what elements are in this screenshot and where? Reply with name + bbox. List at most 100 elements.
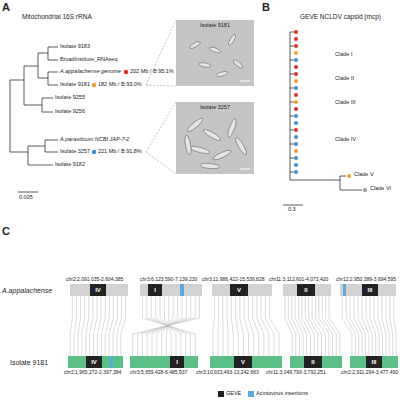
geve-number: IV: [90, 284, 106, 296]
cell: [216, 71, 229, 78]
geve-number: I: [148, 284, 162, 296]
cell: [226, 118, 238, 139]
cell: [186, 117, 205, 134]
cell: [199, 62, 212, 68]
region-label: chr11:3,049,793-3,792,251: [266, 370, 326, 375]
geve-block: IV: [86, 356, 102, 368]
panel-letter: C: [2, 226, 10, 237]
leaf-dot: [294, 107, 298, 111]
synteny-link: [70, 296, 125, 356]
clade-label: Clade V: [354, 172, 374, 178]
geve-number: IV: [86, 356, 102, 368]
region-label: chr3:11,986,422-15,536,828: [202, 277, 264, 282]
chromosome-segment: chr11:3,112,601-4,073,420II: [283, 284, 331, 296]
region-label: chr2:1,965,272-2,397,384: [64, 370, 121, 375]
geve-block: I: [170, 356, 184, 368]
leaf-label: BroadInstitute_RNAseq: [60, 57, 117, 63]
geve-block: III: [362, 284, 378, 296]
genome-dot: [92, 83, 96, 87]
genome-dot: [124, 70, 128, 74]
leaf-label: Isolate 9182: [55, 162, 85, 168]
geve-block: V: [234, 356, 252, 368]
genome-dot: [92, 150, 96, 154]
phylogenetic-tree: [290, 32, 362, 190]
acintovirus-insertion: [180, 284, 184, 296]
cell: [189, 40, 201, 49]
chromosome-segment: chr3:11,986,422-15,536,828V: [212, 284, 272, 296]
phylogenetic-tree: [10, 47, 58, 165]
micrograph-panel: Isolate 3257: [176, 102, 254, 174]
geve-block: I: [148, 284, 162, 296]
row-label: Isolate 9181: [10, 359, 48, 366]
synteny-link: [213, 296, 279, 356]
leaf-dot: [294, 114, 298, 118]
leaf-label: A.parasiticum NCBI JAP-7-2: [60, 137, 129, 143]
leaf-label: Isolate 3257: [60, 149, 90, 155]
leaf-label: Isolate 9183: [60, 44, 90, 50]
legend-item: GEVE: [218, 384, 241, 400]
scale-value: 0.005: [19, 195, 33, 201]
leader-line: [146, 20, 176, 174]
clade-label: Clade VI: [370, 186, 391, 192]
legend-text: GEVE: [226, 391, 241, 397]
genome-stats: 202 Mb / B:95.1%: [130, 69, 174, 75]
leaf-dot: [294, 135, 298, 139]
region-label: chr3:6,123,590-7,139,230: [140, 277, 197, 282]
region-label: chr2:2,911,294-3,477,490: [341, 370, 398, 375]
leaf-dot: [294, 65, 298, 69]
chromosome-segment: chr2:1,965,272-2,397,384IV: [68, 356, 123, 368]
leaf-dot: [294, 142, 298, 146]
geve-number: I: [170, 356, 184, 368]
leaf-label: A.appalachense genome: [60, 69, 121, 75]
region-label: chr2:2,091,035-2,604,385: [66, 277, 123, 282]
cell: [227, 34, 236, 46]
leaf-dot: [294, 72, 298, 76]
chromosome-segment: chr2:2,911,294-3,477,490III: [350, 356, 398, 368]
cell: [209, 46, 222, 54]
leaf-dot: [294, 51, 298, 55]
leaf-dot: [294, 37, 298, 41]
leaf-dot: [294, 128, 298, 132]
scale-bar: [240, 81, 250, 169]
legend-text: Acintovirus insertions: [256, 391, 308, 397]
region-label: chr3:10,933,493-13,242,663: [196, 370, 259, 375]
geve-block: III: [366, 356, 382, 368]
leaf-dot: [294, 100, 298, 104]
clade-label: Clade IV: [335, 137, 356, 143]
clade-label: Clade III: [335, 100, 355, 106]
leaf-label: Isolate 9256: [55, 109, 85, 115]
leaf-dot: [294, 163, 298, 167]
synteny-link: [285, 296, 340, 356]
tree-title: GEVE NCLDV capsid (mcp): [300, 14, 381, 21]
panel-caption: Isolate 3257: [176, 105, 254, 111]
leaf-dot: [294, 121, 298, 125]
clade-label: Clade I: [335, 52, 352, 58]
leaf-dot: [294, 170, 298, 174]
geve-number: III: [366, 356, 382, 368]
chromosome-segment: chr3:5,659,428-6,485,937I: [130, 356, 198, 368]
panel-letter: A: [2, 2, 10, 13]
cell: [212, 149, 232, 162]
cell: [202, 128, 222, 142]
legend-swatch: [248, 391, 254, 397]
micrograph: [176, 102, 254, 174]
geve-block: II: [297, 284, 315, 296]
leaf-dot: [294, 30, 298, 34]
cell: [190, 145, 211, 155]
acintovirus-insertion: [343, 284, 346, 296]
leaf-dots: [294, 30, 367, 192]
scale-bar: [18, 192, 38, 193]
chromosome-segment: chr3:10,933,493-13,242,663V: [210, 356, 282, 368]
leaf-dot: [294, 58, 298, 62]
cells: [184, 34, 248, 170]
geve-block: II: [304, 356, 322, 368]
geve-block: V: [230, 284, 248, 296]
leaf-label: Isolate 9181: [60, 82, 90, 88]
region-label: chr3:5,659,428-6,485,937: [130, 370, 187, 375]
chromosome-segment: chr12:2,950,389-3,694,595III: [340, 284, 396, 296]
cell: [184, 135, 192, 156]
scale-bar: [283, 205, 303, 206]
region-label: chr12:2,950,389-3,694,595: [336, 277, 396, 282]
